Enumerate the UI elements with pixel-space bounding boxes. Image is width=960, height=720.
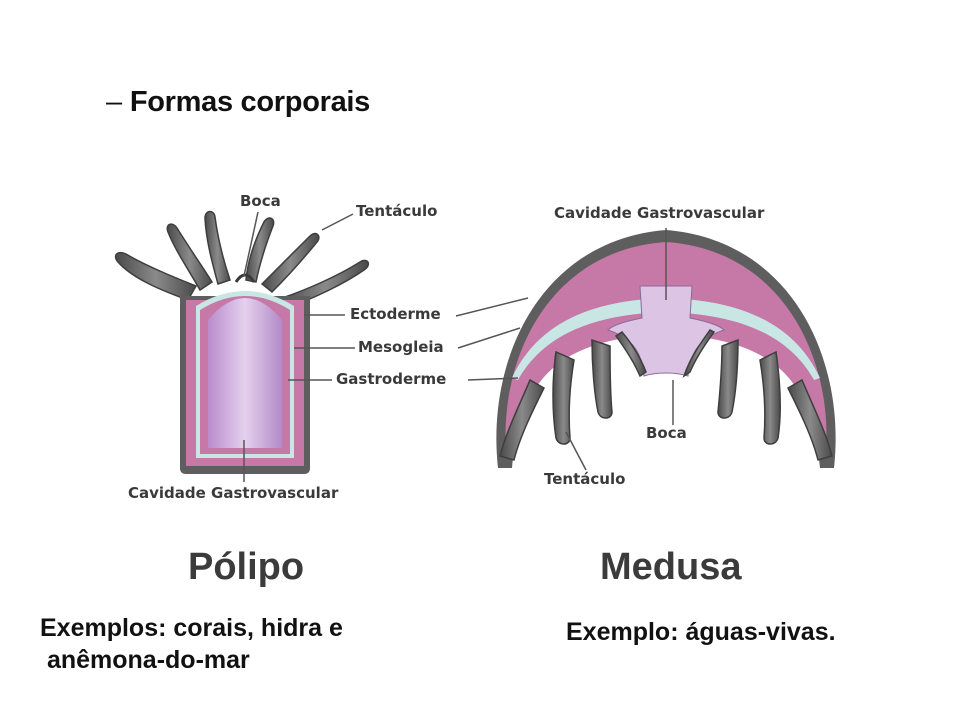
- polyp-label-mouth: Boca: [240, 192, 281, 210]
- polyp-examples: Exemplos: corais, hidra e anêmona-do-mar: [40, 612, 343, 676]
- polyp-examples-line-1: Exemplos: corais, hidra e: [40, 614, 343, 642]
- medusa-mesoglea: [512, 298, 820, 380]
- polyp-label-ectoderm: Ectoderme: [350, 305, 441, 323]
- polyp-label-mesoglea: Mesogleia: [358, 338, 444, 356]
- polyp-drawing: [114, 210, 370, 474]
- medusa-label-tentacle: Tentáculo: [544, 470, 626, 488]
- medusa-examples: Exemplo: águas-vivas.: [566, 616, 836, 648]
- medusa-caption: Medusa: [600, 546, 742, 588]
- polyp-label-cavity: Cavidade Gastrovascular: [128, 484, 339, 502]
- heading-title: Formas corporais: [129, 86, 371, 118]
- polyp-caption: Pólipo: [188, 546, 305, 588]
- medusa-drawing: [496, 230, 836, 468]
- polyp-tentacles: [114, 210, 370, 307]
- polyp-label-tentacle: Tentáculo: [356, 202, 438, 220]
- polyp-mouth: [234, 273, 256, 283]
- polyp-examples-line-2: anêmona-do-mar: [40, 646, 250, 674]
- medusa-tentacles: [499, 329, 833, 461]
- medusa-leaders: [455, 228, 674, 471]
- slide-heading: –Formas corporais: [106, 86, 370, 119]
- polyp-cavity: [208, 298, 282, 448]
- medusa-gastroderm: [505, 242, 827, 450]
- polyp-leaders: [243, 211, 355, 482]
- medusa-examples-line-1: Exemplo: águas-vivas.: [566, 618, 836, 646]
- medusa-cavity: [607, 285, 725, 377]
- polyp-label-gastroderm: Gastroderme: [336, 370, 447, 388]
- medusa-label-cavity: Cavidade Gastrovascular: [554, 204, 765, 222]
- medusa-label-mouth: Boca: [646, 424, 687, 442]
- heading-dash: –: [106, 86, 122, 118]
